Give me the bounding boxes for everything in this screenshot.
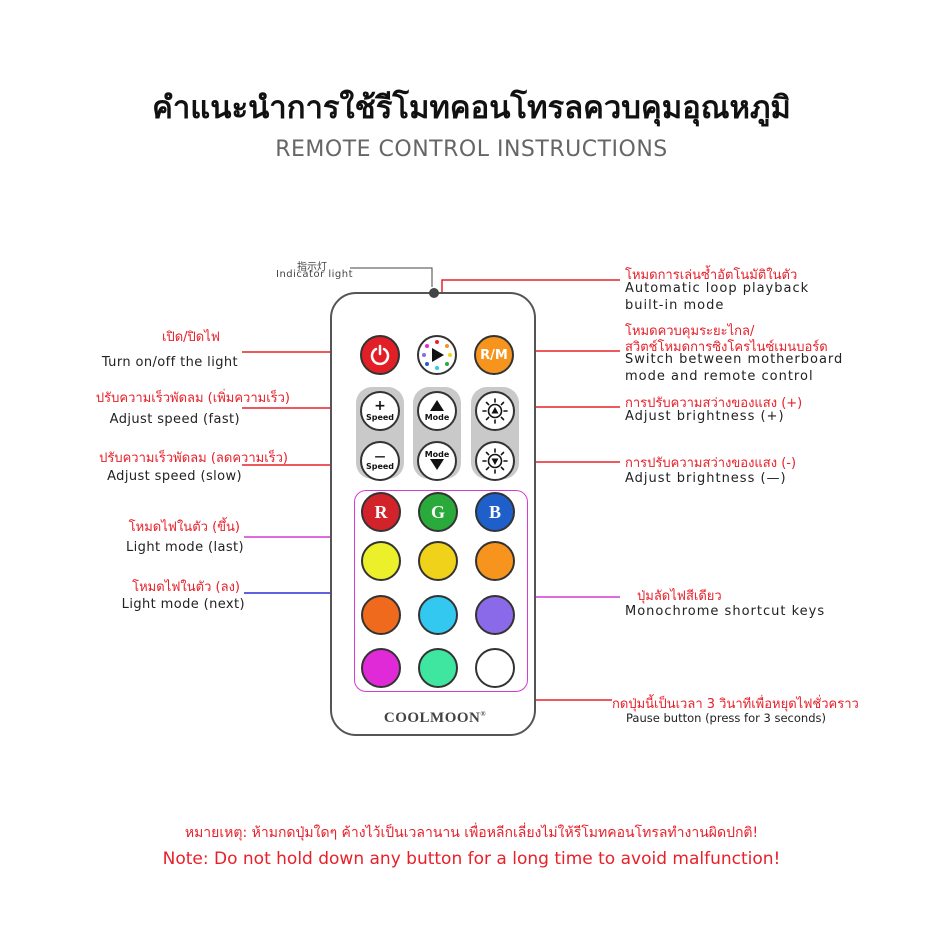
- bright-up-label-thai: การปรับความสว่างของแสง (+): [625, 396, 803, 411]
- mode-down-text: Mode: [424, 450, 450, 459]
- speed-down-button[interactable]: — Speed: [360, 441, 400, 481]
- auto-loop-label-english-2: built-in mode: [625, 298, 725, 313]
- speed-up-label-thai: ปรับความเร็วพัดลม (เพิ่มความเร็ว): [95, 391, 290, 406]
- yellow-green-key[interactable]: [361, 541, 401, 581]
- minus-icon: —: [374, 450, 386, 463]
- yellow-key[interactable]: [418, 541, 458, 581]
- note-thai: หมายเหตุ: ห้ามกดปุ่มใดๆ ค้างไว้เป็นเวลาน…: [184, 825, 759, 841]
- page-title-thai: คำแนะนำการใช้รีโมทคอนโทรลควบคุมอุณหภูมิ: [152, 90, 791, 126]
- rm-button[interactable]: R/M: [474, 335, 514, 375]
- pause-label-english: Pause button (press for 3 seconds): [626, 711, 826, 725]
- mode-up-button[interactable]: Mode: [417, 391, 457, 431]
- monochrome-keys-group: [354, 490, 528, 692]
- dark-orange-key[interactable]: [361, 595, 401, 635]
- mode-up-label-thai: โหมดไฟในตัว (ขึ้น): [128, 520, 240, 535]
- bright-up-label-english: Adjust brightness (+): [625, 409, 785, 424]
- rm-label-english-2: mode and remote control: [625, 369, 814, 384]
- orange-key[interactable]: [475, 541, 515, 581]
- bright-down-label-english: Adjust brightness (—): [625, 471, 787, 486]
- remote-control: R/M + Speed — Speed Mode Mode: [330, 288, 538, 736]
- speed-down-label-thai: ปรับความเร็วพัดลม (ลดความเร็ว): [99, 451, 288, 466]
- brand-logo: COOLMOON®: [332, 710, 538, 727]
- mode-down-label-thai: โหมดไฟในตัว (ลง): [132, 580, 240, 595]
- plus-icon: +: [374, 398, 386, 414]
- speed-down-label-english: Adjust speed (slow): [107, 469, 242, 484]
- mono-label-thai: ปุ่มลัดไฟสีเดียว: [637, 589, 722, 604]
- mode-up-text: Mode: [424, 413, 450, 422]
- triangle-down-icon: [429, 459, 444, 470]
- green-button[interactable]: G: [418, 492, 458, 532]
- purple-key[interactable]: [475, 595, 515, 635]
- auto-loop-label-thai: โหมดการเล่นซ้ำอัตโนมัติในตัว: [625, 268, 798, 283]
- power-icon: [370, 344, 390, 366]
- mode-down-button[interactable]: Mode: [417, 441, 457, 481]
- brightness-up-button[interactable]: [475, 391, 515, 431]
- indicator-label-chinese: 指示灯: [297, 262, 327, 273]
- cyan-key[interactable]: [418, 595, 458, 635]
- power-label-english: Turn on/off the light: [101, 355, 238, 370]
- red-button-label: R: [374, 501, 388, 522]
- red-button[interactable]: R: [361, 492, 401, 532]
- pause-label-thai: กดปุ่มนี้เป็นเวลา 3 วินาทีเพื่อหยุดไฟชั่…: [612, 697, 859, 712]
- sun-up-icon: [482, 398, 508, 424]
- power-button[interactable]: [360, 335, 400, 375]
- rm-label-thai-1: โหมดควบคุมระยะไกล/: [625, 324, 755, 339]
- bright-down-label-thai: การปรับความสว่างของแสง (-): [625, 456, 797, 471]
- rm-label-thai-2: สวิตช์โหมดการซิงโครไนซ์เมนบอร์ด: [625, 340, 828, 355]
- green-button-label: G: [430, 501, 445, 522]
- speed-down-text: Speed: [365, 462, 395, 471]
- speed-up-label-english: Adjust speed (fast): [109, 412, 240, 427]
- blue-button-label: B: [488, 501, 501, 522]
- speed-up-button[interactable]: + Speed: [360, 391, 400, 431]
- mode-down-label-english: Light mode (next): [121, 597, 245, 612]
- indicator-leader-line: [350, 267, 433, 287]
- auto-loop-label-english-1: Automatic loop playback: [625, 281, 810, 296]
- sun-down-icon: [482, 448, 508, 474]
- registered-mark: ®: [480, 710, 487, 718]
- brightness-down-button[interactable]: [475, 441, 515, 481]
- page-title-english: REMOTE CONTROL INSTRUCTIONS: [275, 137, 668, 162]
- mode-up-label-english: Light mode (last): [126, 540, 244, 555]
- mint-key[interactable]: [418, 648, 458, 688]
- indicator-label-english: Indicator light: [276, 269, 354, 280]
- speed-up-text: Speed: [365, 413, 395, 422]
- blue-button[interactable]: B: [475, 492, 515, 532]
- indicator-led: [429, 288, 439, 298]
- triangle-up-icon: [429, 400, 444, 411]
- magenta-key[interactable]: [361, 648, 401, 688]
- power-label-thai: เปิด/ปิดไฟ: [162, 330, 220, 345]
- mono-label-english: Monochrome shortcut keys: [625, 604, 826, 619]
- white-pause-key[interactable]: [475, 648, 515, 688]
- rm-label-english-1: Switch between motherboard: [625, 352, 844, 367]
- auto-loop-button[interactable]: [417, 335, 457, 375]
- brand-name: COOLMOON: [383, 710, 481, 726]
- note-english: Note: Do not hold down any button for a …: [162, 849, 781, 869]
- rm-button-label: R/M: [480, 347, 508, 363]
- play-loop-icon: [422, 340, 452, 370]
